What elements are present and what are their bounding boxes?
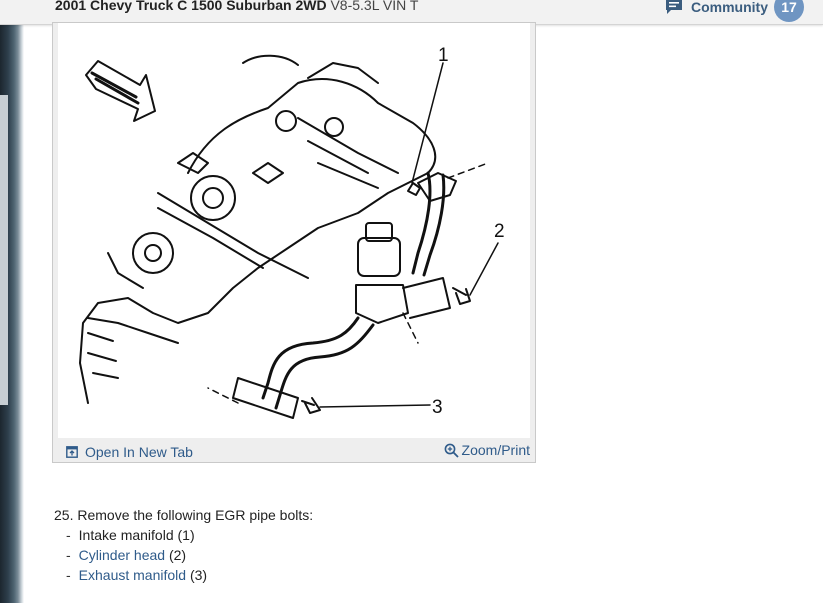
callout-2: 2 [494,221,505,242]
step-text: 25. Remove the following EGR pipe bolts: [54,507,314,523]
water-pump-pulley [132,232,174,274]
exhaust-manifold [87,252,179,344]
sidebar-scrollbar[interactable] [0,95,8,405]
header-bar: 2001 Chevy Truck C 1500 Suburban 2WD V8-… [0,0,823,25]
cylinder-port-a [275,110,297,132]
exhaust-manifold-link[interactable]: Exhaust manifold [78,567,187,583]
zoom-print-label: Zoom/Print [461,442,530,458]
cylinder-port-b [324,117,344,137]
egr-pipe-lower [261,316,360,400]
bolt-list: -Intake manifold (1) -Cylinder head (2) … [54,525,313,585]
item-intake-manifold: Intake manifold [78,527,174,543]
bolt-exhaust-manifold [301,397,321,414]
leader-line-2 [469,242,499,296]
front-arrow-hatch [90,71,140,105]
list-item: -Cylinder head (2) [66,547,187,563]
zoom-print-link[interactable]: Zoom/Print [444,442,530,458]
manifold-runners [297,117,399,189]
callout-3: 3 [432,397,443,418]
cylinder-head-link[interactable]: Cylinder head [78,547,166,563]
throttle-body [242,54,379,84]
engine-outline [79,78,437,404]
egr-pipe-diagram: 1 2 3 [58,23,530,438]
egr-valve-flange [402,277,451,319]
open-in-new-tab-label: Open In New Tab [85,444,193,460]
front-arrow-shape [85,60,156,122]
chat-icon [666,0,682,14]
figure-actions: Open In New Tab Zoom/Print [53,439,535,463]
exhaust-flange [232,377,299,419]
vehicle-model: 2001 Chevy Truck C 1500 Suburban 2WD [55,0,327,13]
leader-line-1 [411,62,444,184]
intake-flange [417,172,457,202]
egr-valve-connector [365,222,393,242]
figure-card: 1 2 3 Open In New Tab Zoom/Print [52,22,536,463]
vehicle-title: 2001 Chevy Truck C 1500 Suburban 2WD V8-… [55,0,418,13]
community-button[interactable]: Community 17 [664,0,804,22]
community-label: Community [691,0,768,15]
alternator-pulley [190,175,236,221]
step-instructions: 25. Remove the following EGR pipe bolts:… [54,505,313,585]
zoom-icon [444,443,459,458]
egr-valve-body [357,237,401,277]
callout-1: 1 [438,45,449,66]
community-count-badge: 17 [774,0,804,22]
bolt-cylinder-head [452,287,471,305]
list-item: -Intake manifold (1) [66,527,195,543]
list-item: -Exhaust manifold (3) [66,567,208,583]
vehicle-engine: V8-5.3L VIN T [330,0,419,13]
left-sidebar-edge [0,0,24,603]
bolt-intake-manifold [407,182,421,196]
leader-line-3 [319,404,431,408]
open-new-tab-icon [66,446,78,458]
open-in-new-tab-link[interactable]: Open In New Tab [66,444,193,460]
valve-cover [157,192,309,279]
egr-pipe-upper [411,171,432,275]
egr-valve-base [355,284,409,324]
